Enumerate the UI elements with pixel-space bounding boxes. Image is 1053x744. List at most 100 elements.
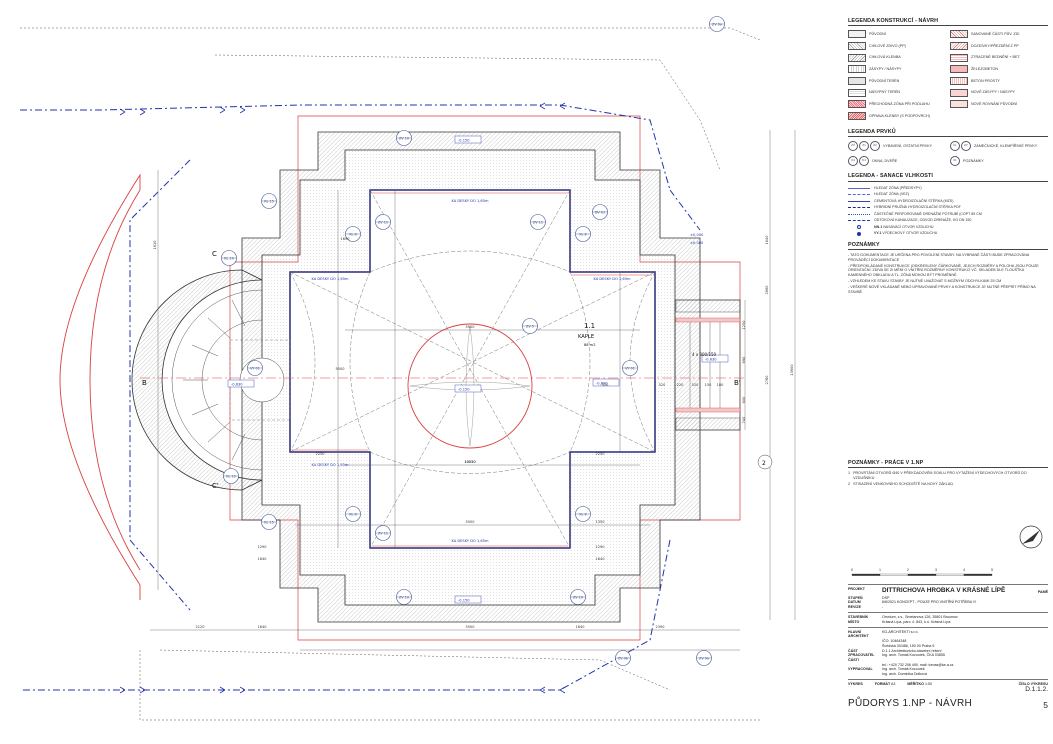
dimension-text: 2120 [196,625,205,629]
dimension-text: 220 [677,383,684,387]
legend-elements-title: LEGENDA PRVKŮ [848,129,1048,138]
level-label: -0.150 [458,139,470,143]
element-tag-icon: O1 [848,156,858,167]
dimension-text: 13600 [790,364,794,375]
room-number: 1.1 [584,322,595,330]
legend-label: HYBRIDNÍ PRUŽNÁ HYDROIZOLAČNÍ STĚRKA PDF [874,205,961,210]
dimension-lines [150,130,796,651]
section-mark: C [212,250,217,258]
dimension-text: 10050 [464,460,475,464]
vault-lines [289,189,656,549]
element-tag-label: ZV 11 [378,220,388,224]
format-key: FORMÁT [874,681,891,686]
dimension-text: 10050 [464,460,475,464]
element-tag-label: ZV 9a [712,22,722,26]
vent-symbol-icon [848,225,870,230]
line-style-icon [848,200,870,202]
title-block-value: KG-ARCHITEKTI s.r.o. [882,629,919,634]
scale-tick-label: 2 [907,568,909,572]
level-label: -0.150 [458,388,470,392]
legend-label: CIHLOVÁ KLENBA [869,55,901,60]
legend-label: PŘECHODNÁ ZÓNA PŘI PODLAHU [869,102,930,107]
title-block-value: DSP [882,595,890,600]
title-block-key: ČÁST [848,648,858,653]
room-stamp: 1.1 KAPLE 88 m2 [578,322,596,347]
title-block-value: - [882,605,884,610]
element-tag-label: KL 8 [579,512,586,516]
title-block-value: 6/6/2021 KONCEPT - POUZE PRO VNITŘNÍ POT… [882,600,977,605]
legend-label: OPRAVA KLENBY (S PODPOVRCH) [869,113,930,118]
pattern-swatch-icon [848,88,866,97]
dome-circle-red [407,323,533,449]
perimeter-path [20,27,761,721]
legend-label: ČÁSTEČNÉ PERFOROVANÉ DRENÁŽNÍ POTRUBÍ (C… [874,211,982,216]
scale-segment [935,573,965,576]
chapel-cross-red-line [292,192,652,547]
legend-label: NOVÉ ROVNÁNÍ PŮVODNÍ [971,102,1018,107]
legend-label: ŽELEZOBETON [971,67,998,72]
deck-label: KA DESKY DO 1,65m [451,199,489,203]
element-tag-icon: Z2 [870,141,880,152]
drawing-number: 5 [1043,699,1048,710]
scale-segment [851,573,881,576]
notes-title: POZNÁMKY [848,242,1048,251]
work-number: 2 [848,481,851,486]
deck-label: KA DESKY DO 1,65m [451,539,489,543]
note-item: - VZHLEDEM KE STAVU STAVBY JE NUTNÉ UVAŽ… [848,279,1002,284]
dimension-text: 180 [717,383,724,387]
title-block-key: STAVEBNÍK [848,615,869,620]
legend-label: ZÁSYPY / NÁSYPY [869,67,902,72]
dimension-text: 520 [602,383,609,387]
element-tag-icon: ZT [961,141,971,152]
format-value: A3 [890,681,896,686]
dimension-text: 2390 [656,625,665,629]
legend-label: NOVÉ ZÁSYPY / NÁSYPY [971,90,1015,95]
title-block-value: DITTRICHOVA HROBKA V KRÁSNÉ LÍPĚ [882,587,1006,595]
dimension-text: 1690 [341,237,350,241]
title-block-row: Švédská 30/486, 150 00 Praha 5 [848,644,1048,649]
drain-arrows [119,102,566,694]
element-tag-label: KL 10 [224,256,234,260]
works-title: POZNÁMKY - PRÁCE V 1.NP [848,460,1048,469]
legend-dampness-item: HLEDAT ZÓNA (VEZ) [848,191,1048,198]
legend-construction-item: DOZDÍVKY/PŘEZDĚNÍ Z PP [950,41,1048,51]
legend-label: POZNÁMKY [963,159,984,164]
dome-star [409,325,531,447]
title-block-value: Švédská 30/486, 150 00 Praha 5 [882,643,935,648]
legend-dampness-list: HLEDAT ZÓNA (PŘEDSYPY)HLEDAT ZÓNA (VEZ)C… [848,185,1048,237]
element-tag-label: ZV 11 [378,531,388,535]
element-tag-icon: D1 [859,156,869,167]
element-tag-label: VY 01 [625,366,635,370]
dimension-text: 1290 [596,545,605,549]
drainage-line [20,104,701,691]
dimension-text: 5500 [336,367,345,371]
title-block-key: HLAVNÍ ARCHITEKT [848,629,869,639]
pattern-swatch-icon [848,112,866,121]
dimension-text: 150 [705,383,712,387]
title-block-value: Ing. arch. Dominika Dolková [882,671,927,676]
work-number: 1 [848,471,851,476]
north-arrow-icon [1019,525,1043,549]
level-label: -0,600 [596,382,608,386]
legend-label: ZTRACENÉ BEDNĚNÍ + BET. [971,55,1021,60]
element-tag-label: ZV 5 [526,324,534,328]
legend-dampness-item: ČÁSTEČNÉ PERFOROVANÉ DRENÁŽNÍ POTRUBÍ (C… [848,211,1048,218]
scale-key: MĚŘÍTKO [907,681,924,686]
legend-label: VYBAVENÍ, OSTATNÍ PRVKY [883,144,933,149]
level-label: -0.150 [458,599,470,603]
work-text: STISAZENÍ VENKOVNÍHO SCHODIŠTĚ NA NOVÝ Z… [853,481,955,486]
drawing-no-label: ČÍSLO VÝKRESU [1018,681,1048,686]
legend-construction-item: CIHLOVÁ KLENBA [848,53,946,63]
level-label: -0.630 [705,358,717,362]
legend-label: VÝDECHOVÝ OTVOR VZDUCHU [882,231,938,236]
entrance-stair [674,299,741,431]
pattern-swatch-icon [848,65,866,74]
